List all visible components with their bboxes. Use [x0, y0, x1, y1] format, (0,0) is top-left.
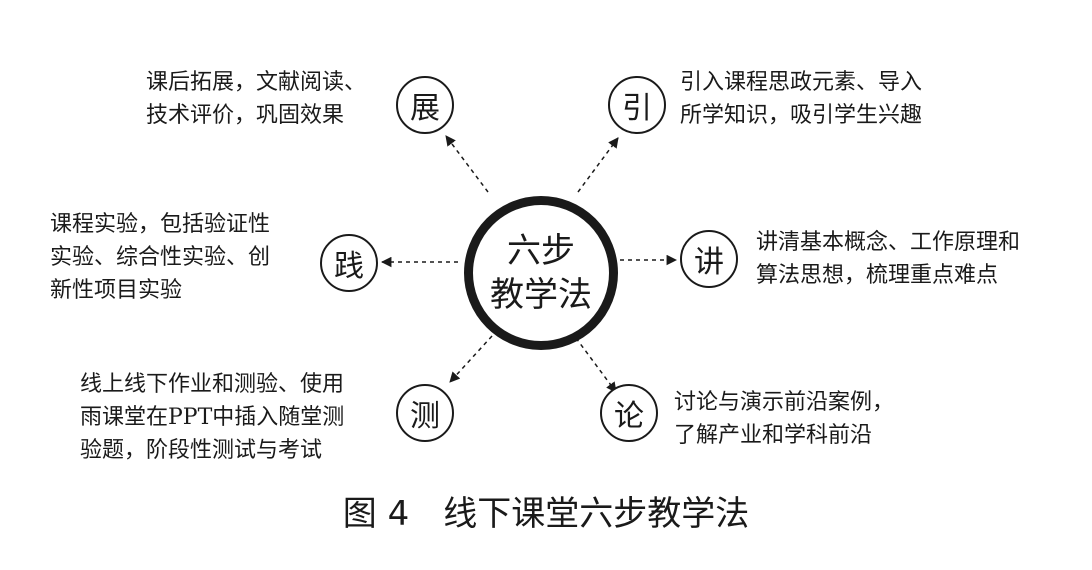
step-char: 论: [614, 399, 644, 434]
step-desc-ce: 线上线下作业和测验、使用 雨课堂在PPT中插入随堂测 验题，阶段性测试与考试: [80, 368, 344, 467]
desc-line: 算法思想，梳理重点难点: [756, 263, 999, 288]
desc-line: 实验、综合性实验、创: [50, 245, 271, 270]
center-label-line1: 六步: [507, 231, 575, 271]
arrow-to-zhan: [445, 135, 489, 193]
step-char: 引: [622, 91, 652, 126]
step-desc-yin: 引入课程思政元素、导入 所学知识，吸引学生兴趣: [680, 66, 922, 132]
desc-line: 了解产业和学科前沿: [674, 423, 873, 448]
arrow-to-lun: [575, 337, 617, 393]
desc-line: 新性项目实验: [50, 278, 183, 303]
center-label-line2: 教学法: [490, 275, 592, 315]
desc-line: 线上线下作业和测验、使用: [80, 372, 345, 397]
desc-line: 课程实验，包括验证性: [50, 212, 271, 237]
step-char: 展: [410, 91, 440, 126]
step-node-ce: 测: [396, 384, 454, 442]
desc-line: 引入课程思政元素、导入: [680, 70, 923, 95]
step-desc-lun: 讨论与演示前沿案例， 了解产业和学科前沿: [674, 386, 894, 452]
step-node-zhan: 展: [396, 76, 454, 134]
step-desc-jian: 课程实验，包括验证性 实验、综合性实验、创 新性项目实验: [50, 208, 270, 307]
step-node-yin: 引: [608, 76, 666, 134]
arrow-to-ce: [449, 335, 493, 383]
center-circle: 六步 教学法: [464, 196, 618, 350]
desc-line: 课后拓展，文献阅读、: [146, 70, 367, 95]
step-desc-zhan: 课后拓展，文献阅读、 技术评价，巩固效果: [146, 66, 366, 132]
arrow-to-yin: [577, 137, 619, 193]
step-char: 讲: [694, 245, 724, 280]
step-char: 测: [410, 399, 440, 434]
desc-line: 验题，阶段性测试与考试: [80, 438, 323, 463]
desc-line: 讨论与演示前沿案例，: [674, 390, 895, 415]
figure-caption: 图 4 线下课堂六步教学法: [342, 494, 750, 534]
desc-line: 雨课堂在PPT中插入随堂测: [80, 405, 345, 430]
desc-line: 所学知识，吸引学生兴趣: [680, 103, 923, 128]
desc-line: 讲清基本概念、工作原理和: [756, 230, 1021, 255]
step-node-jian: 践: [320, 234, 378, 292]
desc-line: 技术评价，巩固效果: [146, 103, 345, 128]
step-node-jiang: 讲: [680, 230, 738, 288]
step-node-lun: 论: [600, 384, 658, 442]
step-char: 践: [334, 249, 364, 284]
step-desc-jiang: 讲清基本概念、工作原理和 算法思想，梳理重点难点: [756, 226, 1020, 292]
